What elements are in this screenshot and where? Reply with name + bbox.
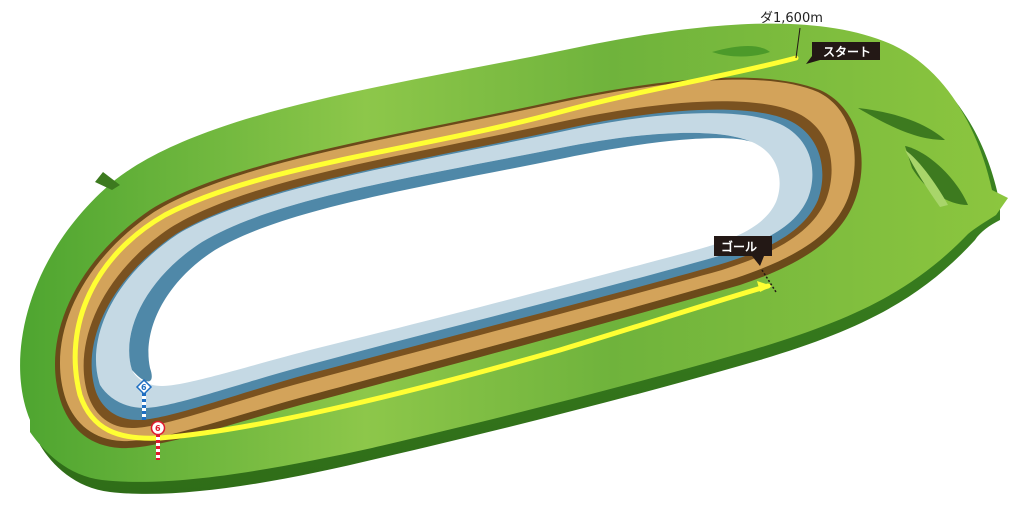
start-tag: スタート bbox=[806, 42, 880, 64]
race-route bbox=[72, 55, 799, 441]
infield-wall bbox=[129, 132, 752, 382]
red-pole-number: 6 bbox=[155, 424, 161, 433]
start-label: スタート bbox=[823, 45, 871, 59]
chute-island-4 bbox=[905, 150, 948, 207]
grass-notch bbox=[95, 172, 120, 190]
chute-island-1 bbox=[712, 46, 770, 57]
chute-island-3 bbox=[905, 146, 968, 205]
distance-label: ダ1,600m bbox=[760, 11, 823, 26]
chute-island-2 bbox=[858, 108, 945, 140]
infield bbox=[129, 132, 780, 386]
start-pointer-line bbox=[795, 27, 801, 59]
blue-furlong-pole: 6 bbox=[135, 378, 153, 420]
goal-tag: ゴール bbox=[714, 236, 772, 266]
red-furlong-pole: 6 bbox=[150, 420, 166, 460]
goal-label: ゴール bbox=[721, 239, 757, 254]
blue-pole-number: 6 bbox=[141, 383, 147, 392]
goal-line bbox=[761, 269, 777, 293]
goal-arrow bbox=[757, 281, 772, 292]
